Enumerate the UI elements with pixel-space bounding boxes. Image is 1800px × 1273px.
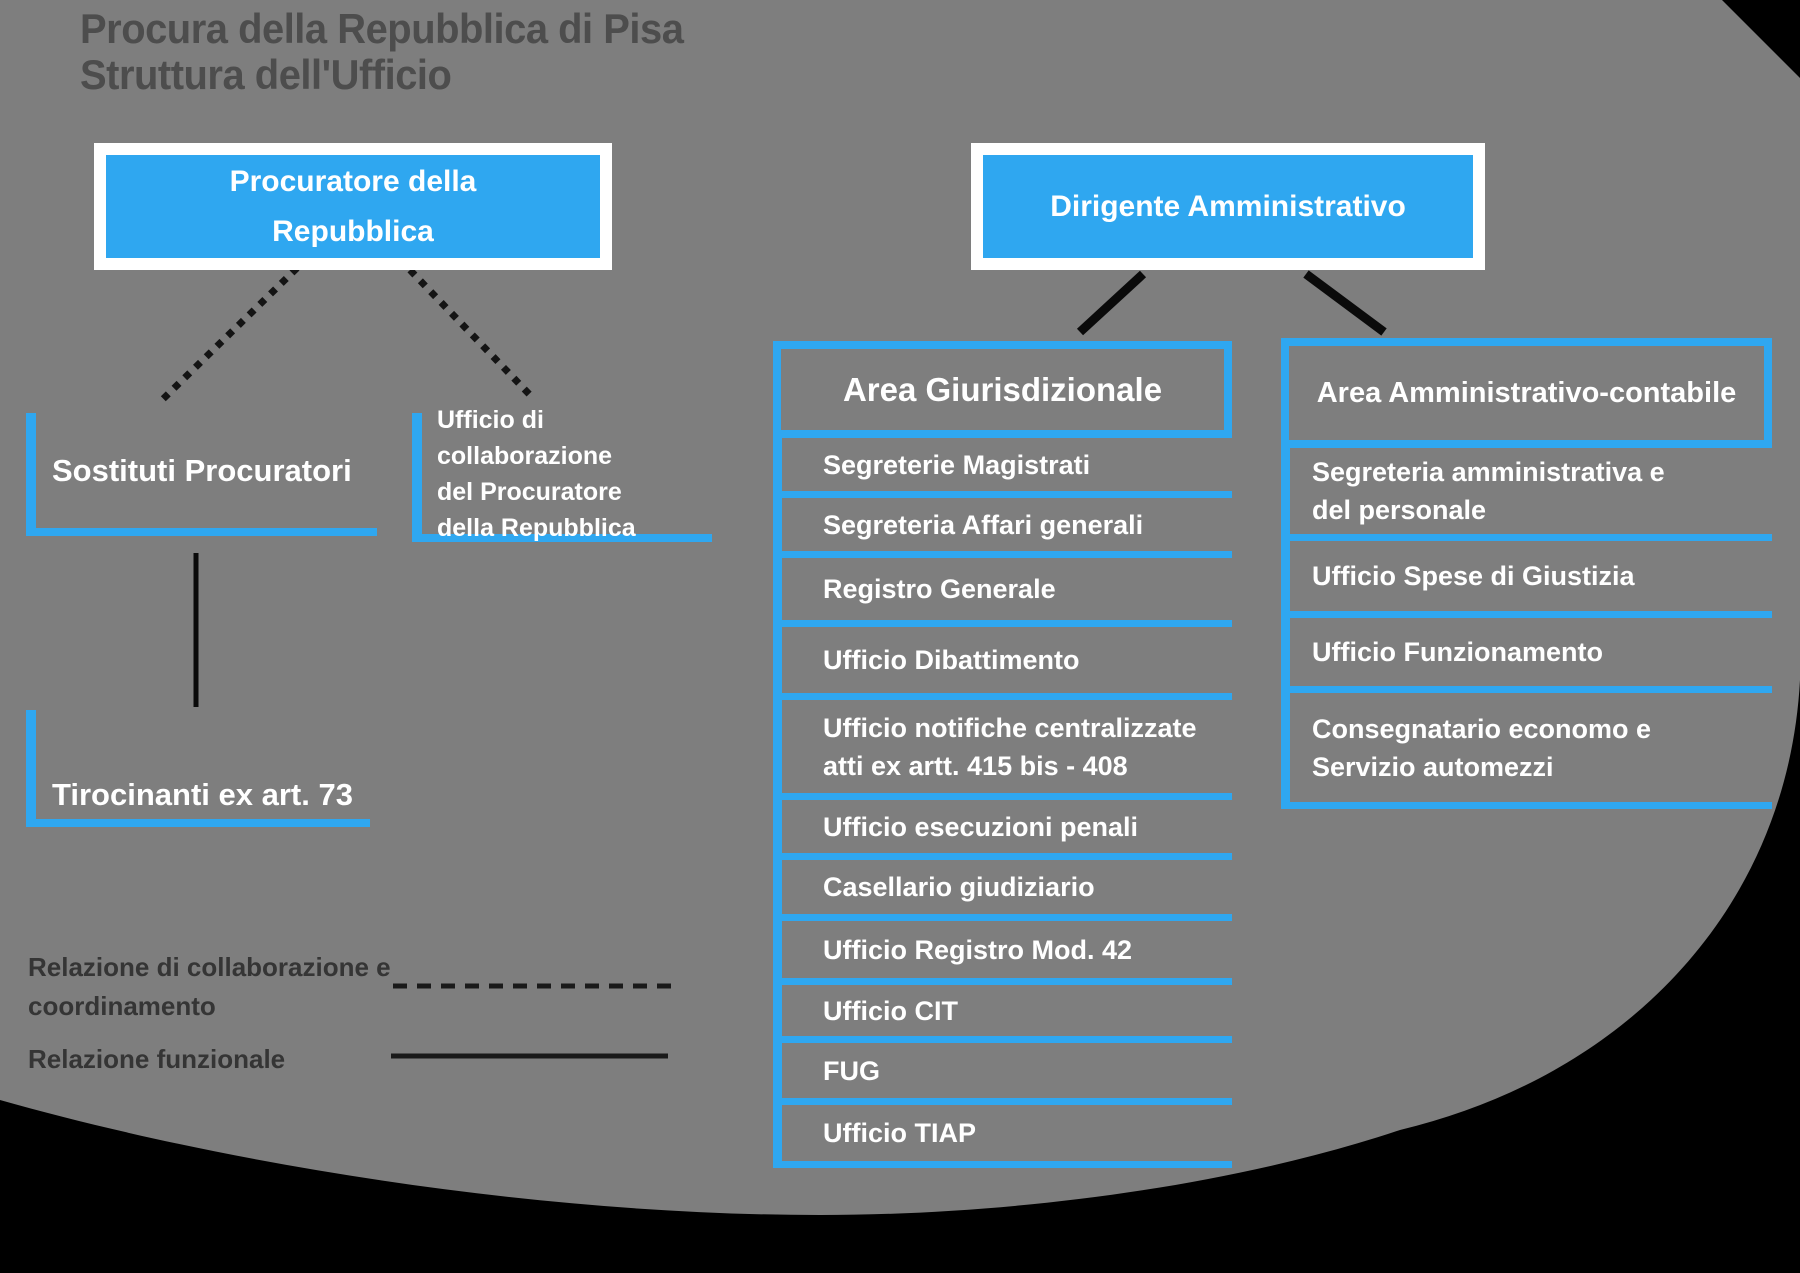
page-title: Procura della Repubblica di Pisa Struttu… [80,5,684,98]
solid-link-dirigente-giurisdizionale [1076,270,1147,336]
node-dirigente-amministrativo: Dirigente Amministrativo [971,143,1485,270]
page-title-line-1: Procura della Repubblica di Pisa [80,5,684,52]
list-item: Segreterie Magistrati [782,438,1232,498]
node-procuratore-label: Procuratore della Repubblica [106,155,600,258]
node-collaborazione-line-3: della Repubblica [437,513,636,542]
node-procuratore-line-2: Repubblica [272,214,434,248]
node-collaborazione-line-2: del Procuratore [437,477,622,506]
area-amministrativa-column: Area Amministrativo-contabile Segreteria… [1281,338,1772,809]
area-amministrativa-header: Area Amministrativo-contabile [1281,338,1772,448]
list-item-label: Ufficio CIT [823,995,958,1026]
list-item: Ufficio notifiche centralizzate atti ex … [782,700,1232,800]
list-item: Casellario giudiziario [782,860,1232,921]
legend-collaborazione-line-1: Relazione di collaborazione e [28,952,391,982]
node-tirocinanti-label: Tirocinanti ex art. 73 [52,777,353,812]
list-item-label: Ufficio Spese di Giustizia [1312,561,1635,591]
list-item: FUG [782,1043,1232,1105]
list-item-label: Ufficio Registro Mod. 42 [823,934,1133,965]
node-tirocinanti: Tirocinanti ex art. 73 [26,710,370,827]
list-item-label: Ufficio Funzionamento [1312,637,1603,667]
list-item-label: Segreteria amministrativa e [1312,457,1665,487]
list-item-label: Segreterie Magistrati [823,449,1091,480]
list-item-label: Ufficio esecuzioni penali [823,811,1139,842]
page-title-line-2: Struttura dell'Ufficio [80,51,452,98]
list-item-label: Ufficio Dibattimento [823,645,1080,675]
list-item-label: atti ex artt. 415 bis - 408 [823,750,1128,781]
list-item-label: del personale [1312,495,1487,525]
dashed-link-procuratore-sostituti [159,265,300,403]
list-item-label: Registro Generale [823,574,1056,604]
list-item: Ufficio Registro Mod. 42 [782,921,1232,985]
list-item: Ufficio Dibattimento [782,627,1232,700]
node-ufficio-collaborazione: Ufficio di collaborazione del Procurator… [412,406,712,542]
list-item: Consegnatario economo e Servizio automez… [1290,693,1772,809]
legend-funzionale-line-1: Relazione funzionale [28,1044,286,1074]
node-sostituti-label: Sostituti Procuratori [52,452,352,488]
solid-link-dirigente-amministrativa [1303,270,1387,336]
list-item-label: Ufficio TIAP [823,1118,976,1148]
dashed-link-procuratore-collaborazione [407,267,533,398]
node-dirigente-label: Dirigente Amministrativo [983,155,1473,258]
list-item: Ufficio CIT [782,985,1232,1043]
legend-entry-collaborazione: Relazione di collaborazione e coordiname… [28,948,391,1026]
list-item-label: FUG [823,1055,880,1086]
list-item: Segreteria amministrativa e del personal… [1290,448,1772,541]
node-sostituti-procuratori: Sostituti Procuratori [26,413,377,536]
legend-collaborazione-line-2: coordinamento [28,991,216,1021]
area-amministrativa-title: Area Amministrativo-contabile [1316,376,1737,409]
list-item-label: Ufficio notifiche centralizzate [823,712,1197,743]
list-item: Registro Generale [782,558,1232,627]
list-item-label: Consegnatario economo e [1312,713,1652,744]
node-collaborazione-line-1: Ufficio di collaborazione [437,405,613,470]
area-amministrativa-list: Segreteria amministrativa e del personal… [1281,448,1772,809]
list-item: Ufficio Spese di Giustizia [1290,541,1772,618]
list-item-label: Segreteria Affari generali [823,509,1144,540]
node-dirigente-line: Dirigente Amministrativo [1050,189,1406,223]
area-giurisdizionale-list: Segreterie Magistrati Segreteria Affari … [773,438,1232,1168]
list-item-label: Servizio automezzi [1312,751,1554,782]
list-item-label: Casellario giudiziario [823,872,1095,902]
list-item: Ufficio Funzionamento [1290,618,1772,693]
legend-entry-funzionale: Relazione funzionale [28,1040,285,1079]
list-item: Ufficio esecuzioni penali [782,800,1232,860]
node-procuratore-della-repubblica: Procuratore della Repubblica [94,143,612,270]
area-giurisdizionale-header: Area Giurisdizionale [773,341,1232,438]
area-giurisdizionale-column: Area Giurisdizionale Segreterie Magistra… [773,341,1232,1168]
list-item: Segreteria Affari generali [782,498,1232,558]
node-procuratore-line-1: Procuratore della [229,164,477,198]
area-giurisdizionale-title: Area Giurisdizionale [842,370,1163,408]
list-item: Ufficio TIAP [782,1105,1232,1168]
